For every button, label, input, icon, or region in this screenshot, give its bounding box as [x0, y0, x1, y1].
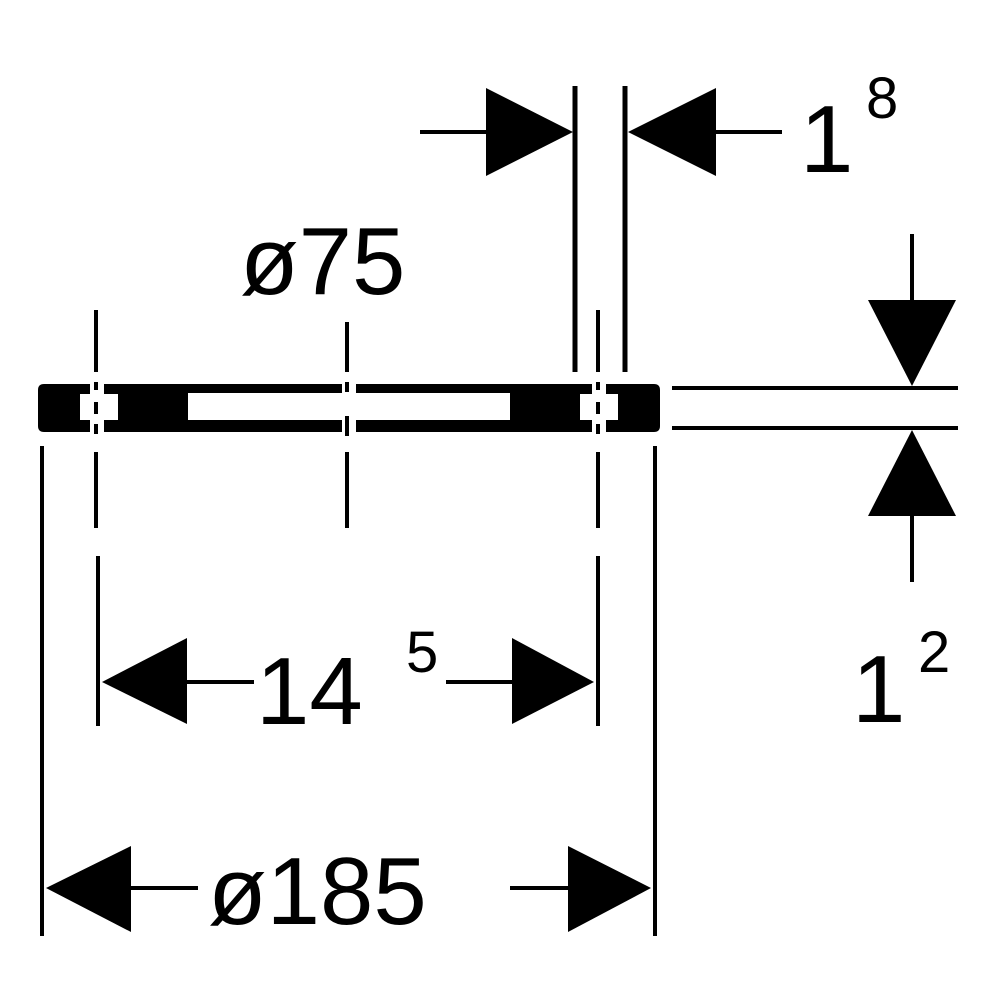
right-outer-segment	[606, 384, 660, 432]
thickness-bottom-base: 1	[852, 636, 905, 743]
outer-diameter-dimension: ø185	[40, 446, 657, 945]
center-lines	[94, 310, 600, 528]
arrowhead-up	[868, 430, 956, 516]
left-outer-segment	[38, 384, 90, 432]
hole-spacing-superscript: 5	[406, 620, 438, 685]
arrowhead-right	[486, 88, 573, 176]
left-main-bar	[104, 384, 342, 432]
arrowhead-down	[868, 300, 956, 386]
top-thickness-dimension: 1 8	[420, 66, 898, 372]
right-main-bar	[356, 384, 592, 432]
arrowhead-right	[568, 846, 651, 932]
right-thickness-dimension: 1 2	[672, 234, 958, 743]
arrowhead-left	[628, 88, 716, 176]
thickness-top-base: 1	[800, 86, 853, 193]
arrowhead-left	[102, 638, 187, 724]
arrowhead-left	[46, 846, 131, 932]
thickness-top-superscript: 8	[866, 66, 898, 131]
inner-diameter-label: ø75	[240, 208, 405, 315]
hole-spacing-base: 14	[256, 638, 363, 745]
outer-diameter-label: ø185	[208, 838, 427, 945]
thickness-bottom-superscript: 2	[918, 620, 950, 685]
arrowhead-right	[512, 638, 594, 724]
hole-spacing-dimension: 14 5	[96, 556, 600, 745]
gasket-cross-section	[38, 384, 660, 432]
